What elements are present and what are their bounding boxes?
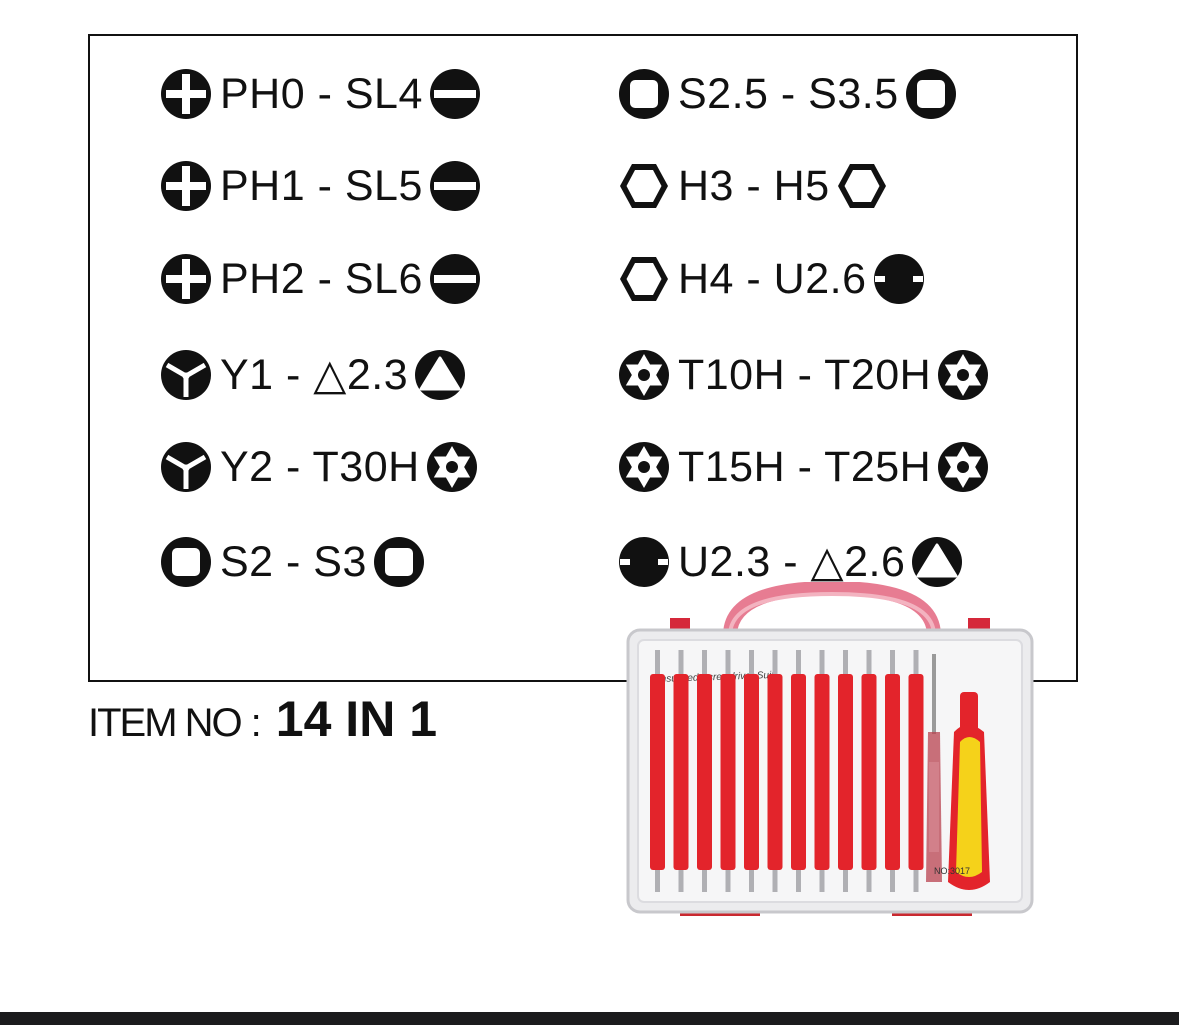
bit-pair-label: T15H - T25H [678, 443, 932, 491]
legend-row: H3 - H5 [618, 156, 888, 216]
bit-body [767, 674, 783, 870]
bit-body [885, 674, 900, 870]
bit-body [838, 674, 853, 870]
bit-tip [678, 870, 684, 892]
hex-icon [836, 160, 888, 212]
phillips-icon [160, 68, 212, 120]
bit-tip [796, 870, 801, 892]
bit-pair-label: PH2 - SL6 [220, 255, 423, 303]
u-shape-icon [618, 536, 670, 588]
bit-tip [655, 870, 660, 892]
legend-row: H4 - U2.6 [618, 249, 925, 309]
slotted-icon [429, 160, 481, 212]
bit-body [720, 674, 736, 870]
legend-row: U2.3 - △2.6 [618, 532, 963, 592]
legend-row: T10H - T20H [618, 345, 989, 405]
bit-body [744, 674, 759, 870]
triangle-icon [911, 536, 963, 588]
bit-pair-label: S2 - S3 [220, 538, 367, 586]
legend-row: S2 - S3 [160, 532, 425, 592]
tri-wing-icon [160, 441, 212, 493]
bit-body [697, 674, 712, 870]
torx-icon [937, 441, 989, 493]
square-icon [618, 68, 670, 120]
hex-icon [618, 253, 670, 305]
item-number-value: 14 IN 1 [275, 691, 438, 747]
bit-body [650, 674, 665, 870]
bit-tip [749, 870, 754, 892]
bit-body [861, 674, 877, 870]
bit-tip [866, 870, 872, 892]
legend-frame [88, 34, 1078, 682]
bit-tip [725, 870, 731, 892]
bit-body [908, 674, 924, 870]
bit-pair-label: S2.5 - S3.5 [678, 70, 899, 118]
bit-tip [819, 650, 825, 674]
bit-tip [866, 650, 872, 674]
bit-pair-label: U2.3 - △2.6 [678, 538, 906, 586]
bit-tip [796, 650, 801, 674]
bit-tip [890, 870, 895, 892]
bit-tip [772, 870, 778, 892]
bottom-bar [0, 1012, 1179, 1025]
bit-tip [772, 650, 778, 674]
bit-tip [678, 650, 684, 674]
triangle-icon [414, 349, 466, 401]
bit-body [791, 674, 806, 870]
square-icon [905, 68, 957, 120]
bit-tip [725, 650, 731, 674]
u-shape-icon [873, 253, 925, 305]
slotted-icon [429, 68, 481, 120]
bit-pair-label: Y1 - △2.3 [220, 351, 409, 399]
bit-tip [749, 650, 754, 674]
bit-pair-label: H4 - U2.6 [678, 255, 867, 303]
torx-icon [618, 441, 670, 493]
bit-tip [843, 650, 848, 674]
bit-tip [843, 870, 848, 892]
legend-row: S2.5 - S3.5 [618, 64, 957, 124]
item-number: ITEM NO : 14 IN 1 [88, 690, 458, 754]
bit-body [673, 674, 689, 870]
legend-row: PH1 - SL5 [160, 156, 481, 216]
torx-icon [426, 441, 478, 493]
phillips-icon [160, 160, 212, 212]
legend-row: PH0 - SL4 [160, 64, 481, 124]
item-number-separator: : [250, 701, 262, 745]
bit-pair-label: H3 - H5 [678, 162, 830, 210]
bit-pair-label: PH0 - SL4 [220, 70, 423, 118]
bit-tip [890, 650, 895, 674]
bit-tip [913, 650, 919, 674]
slotted-icon [429, 253, 481, 305]
bit-pair-label: T10H - T20H [678, 351, 932, 399]
bit-tip [913, 870, 919, 892]
square-icon [160, 536, 212, 588]
legend-row: Y2 - T30H [160, 437, 478, 497]
bit-tip [702, 870, 707, 892]
model-number: NO:3017 [934, 866, 970, 876]
square-icon [373, 536, 425, 588]
bit-tip [819, 870, 825, 892]
legend-row: T15H - T25H [618, 437, 989, 497]
bit-tip [702, 650, 707, 674]
torx-icon [937, 349, 989, 401]
bit-tip [655, 650, 660, 674]
tri-wing-icon [160, 349, 212, 401]
screwdriver-set-image: Insulated Screwdriver Suit NO:3017 [626, 582, 1034, 916]
bit-pair-label: Y2 - T30H [220, 443, 420, 491]
legend-row: PH2 - SL6 [160, 249, 481, 309]
hex-icon [618, 160, 670, 212]
torx-icon [618, 349, 670, 401]
legend-row: Y1 - △2.3 [160, 345, 466, 405]
item-number-key: ITEM NO [88, 701, 243, 745]
bit-pair-label: PH1 - SL5 [220, 162, 423, 210]
bit-body [814, 674, 830, 870]
phillips-icon [160, 253, 212, 305]
